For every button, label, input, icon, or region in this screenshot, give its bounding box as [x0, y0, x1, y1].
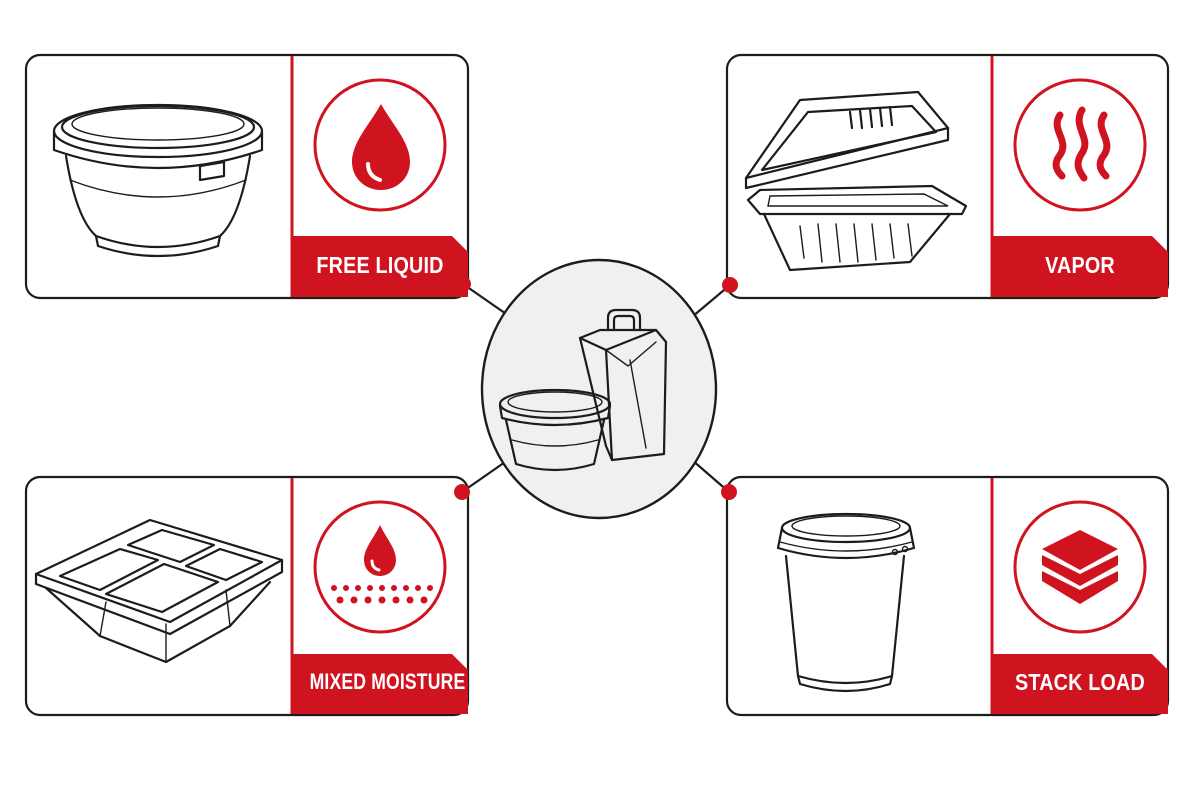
drop-and-droplets-icon [331, 525, 433, 604]
four-compartment-tray-icon [34, 518, 284, 664]
liquid-drop-icon [352, 104, 410, 190]
hub-circle [480, 258, 718, 520]
stacked-layers-icon [1042, 530, 1118, 604]
label-tab [992, 654, 1168, 714]
label-free-liquid: FREE LIQUID [316, 252, 444, 278]
label-stack-load: STACK LOAD [1015, 669, 1145, 695]
round-bowl-icon [52, 103, 264, 258]
connector-bottom-right [690, 458, 731, 494]
panel-mixed-moisture [24, 475, 470, 717]
hub [480, 258, 718, 520]
lidded-bowl-icon [498, 388, 612, 472]
panel-vapor [722, 53, 1170, 300]
connector-dot [721, 484, 737, 500]
lidded-cup-icon [776, 512, 916, 693]
icon-ring [1013, 500, 1147, 634]
label-tab [992, 236, 1168, 297]
label-vapor: VAPOR [1045, 252, 1115, 278]
hinged-clamshell-icon [744, 90, 968, 272]
connector-dot [722, 277, 738, 293]
connector-dot [454, 484, 470, 500]
connector-dot [455, 276, 471, 292]
icon-ring [1013, 78, 1147, 212]
label-tab [292, 236, 468, 297]
panel-free-liquid [24, 53, 471, 300]
steam-icon [1052, 106, 1111, 182]
panel-stack-load [721, 475, 1170, 717]
icon-ring [313, 78, 447, 212]
label-tab [292, 654, 468, 714]
connector-bottom-left [460, 458, 510, 494]
icon-ring [313, 500, 447, 634]
label-mixed-moisture: MIXED MOISTURE [309, 669, 466, 694]
